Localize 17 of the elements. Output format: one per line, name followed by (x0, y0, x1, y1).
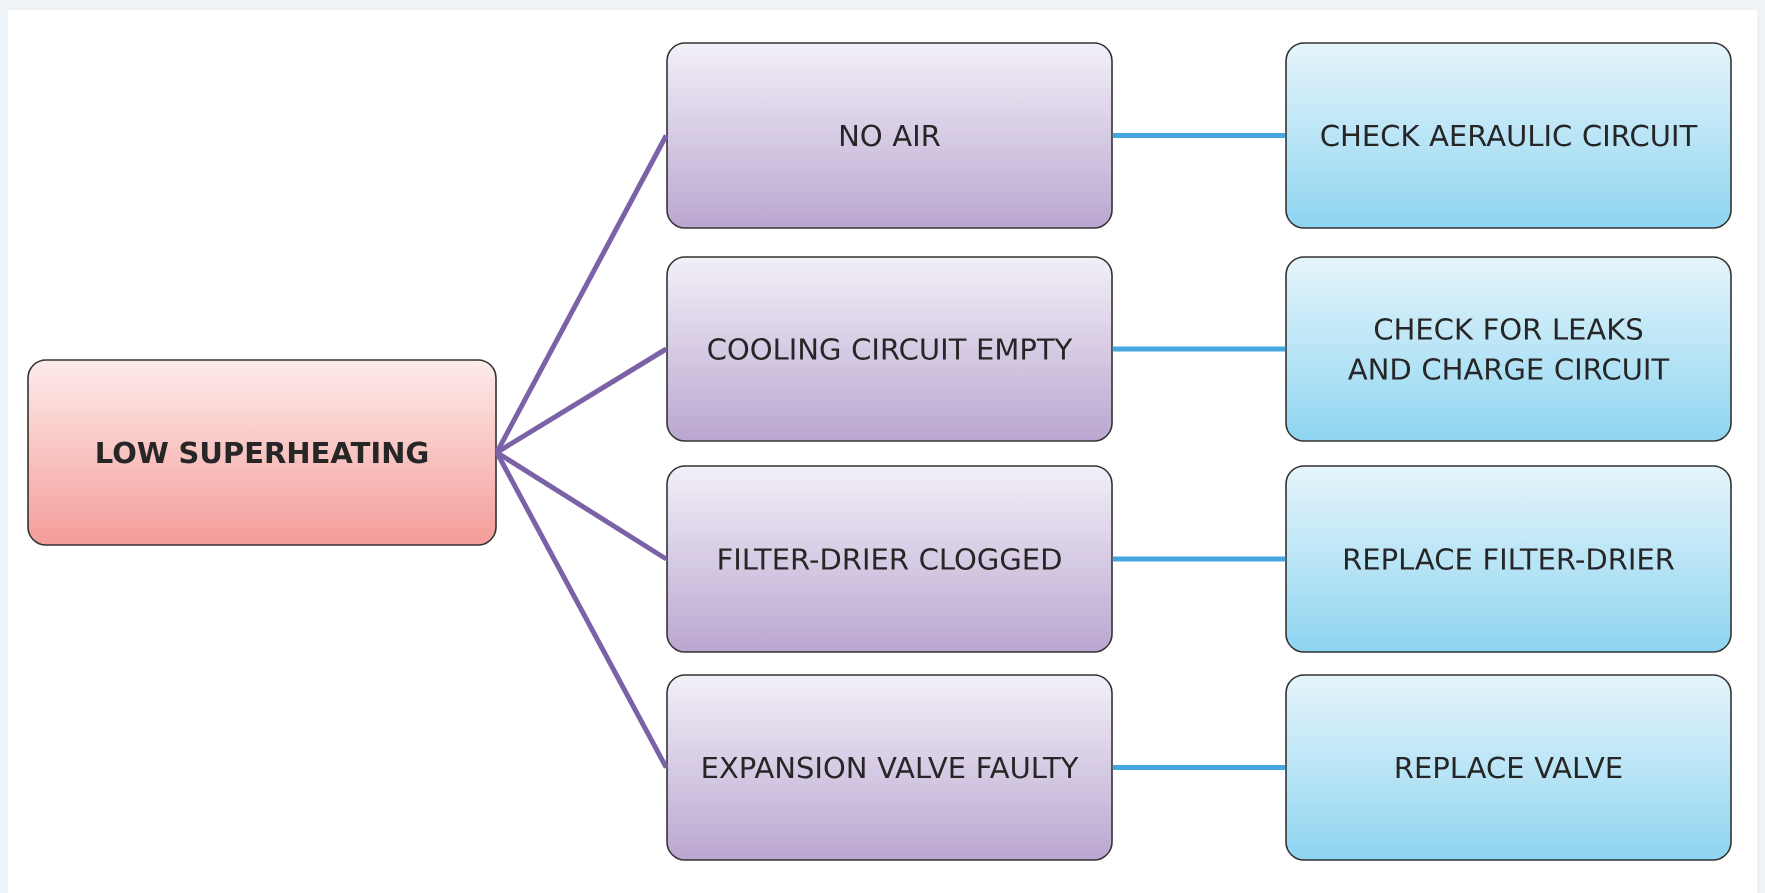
connector-line (1112, 133, 1286, 138)
action-box: CHECK AERAULIC CIRCUIT (1285, 42, 1732, 229)
cause-box: COOLING CIRCUIT EMPTY (666, 256, 1113, 442)
connector-line (1112, 556, 1286, 562)
problem-box: LOW SUPERHEATING (27, 359, 497, 546)
connector-line (495, 346, 668, 455)
action-box: REPLACE VALVE (1285, 674, 1732, 861)
connector-line (494, 451, 669, 769)
connector-line (1112, 765, 1286, 770)
connector-line (494, 134, 669, 454)
cause-box: FILTER-DRIER CLOGGED (666, 465, 1113, 653)
cause-box: EXPANSION VALVE FAULTY (666, 674, 1113, 861)
cause-box: NO AIR (666, 42, 1113, 229)
action-box: REPLACE FILTER-DRIER (1285, 465, 1732, 653)
action-box: CHECK FOR LEAKS AND CHARGE CIRCUIT (1285, 256, 1732, 442)
connector-line (495, 450, 668, 562)
connector-line (1112, 346, 1286, 352)
